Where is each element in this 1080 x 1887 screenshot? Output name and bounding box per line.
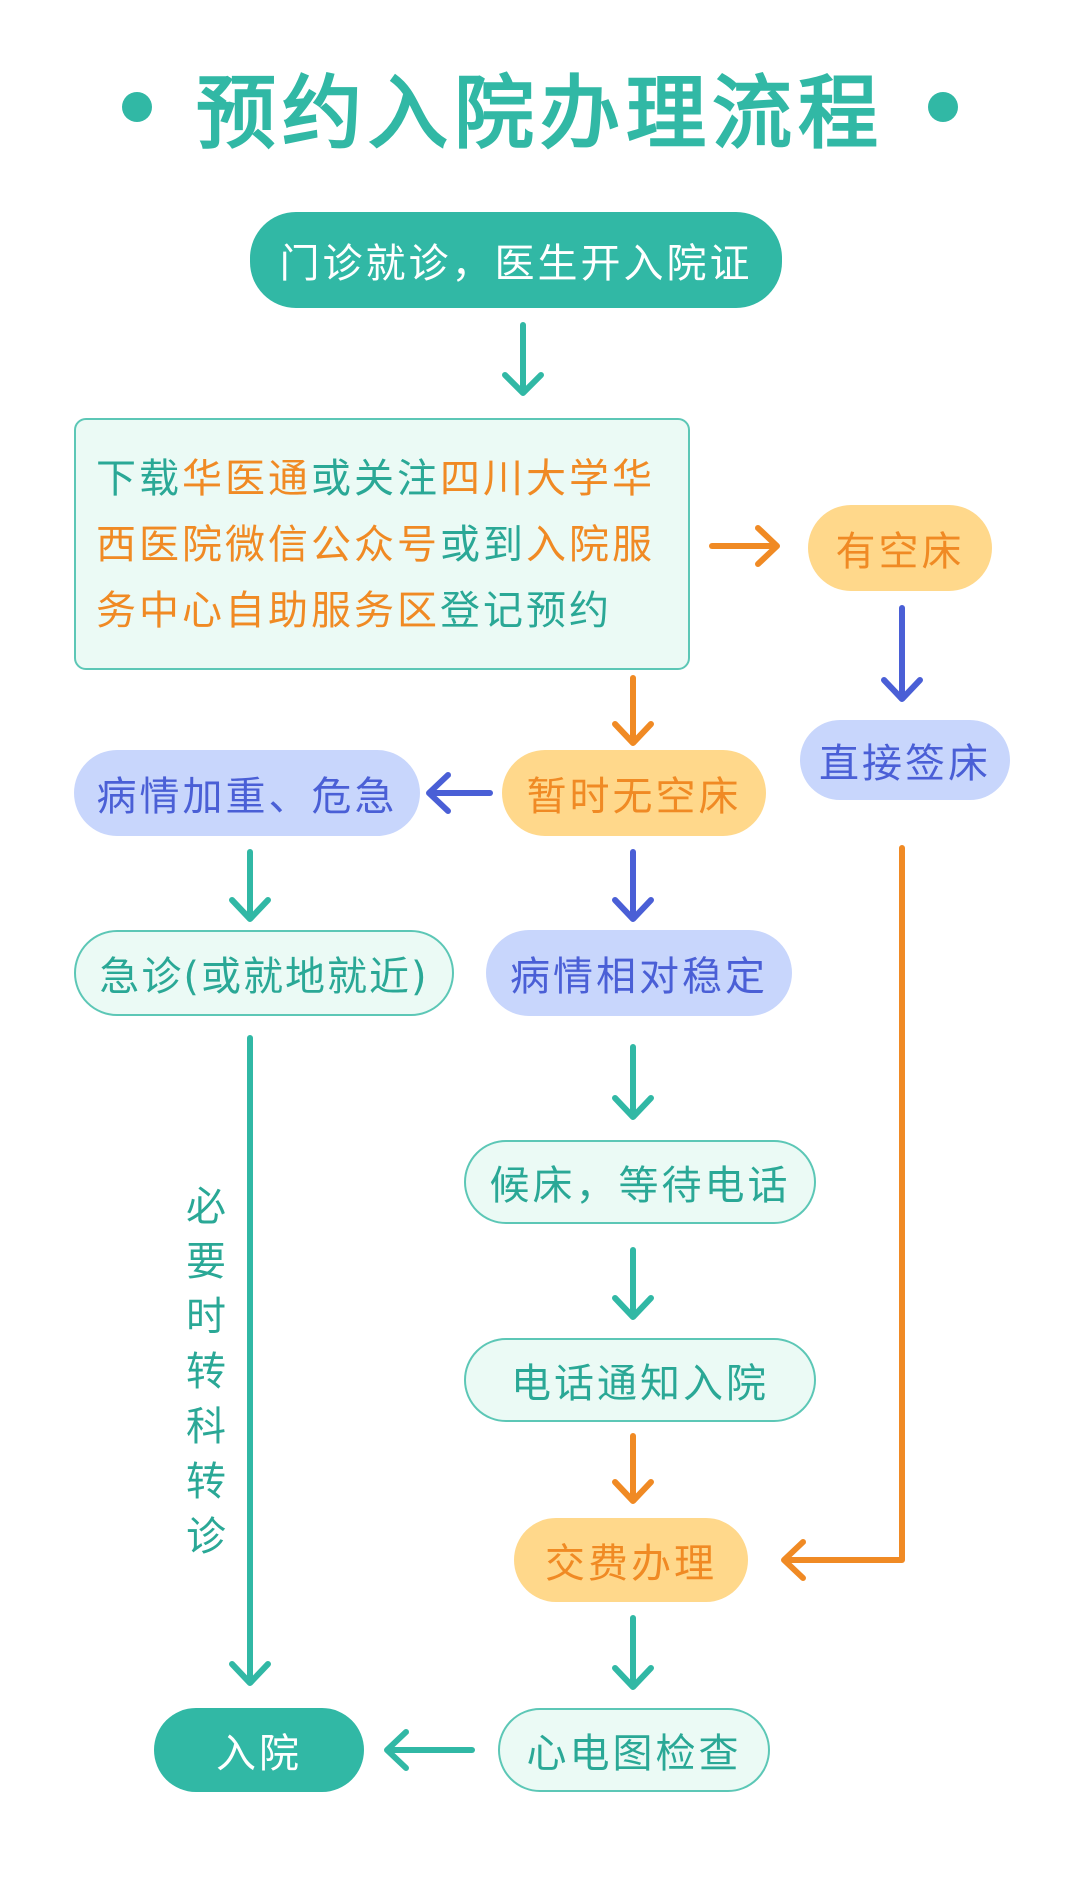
side-label-char: 转 [186,1459,226,1505]
side-label-transfer: 必要时转科转诊 [178,1180,234,1565]
node-bed-available: 有空床 [808,505,992,591]
node-no-bed: 暂时无空床 [502,750,766,836]
arrow-outpatient-to-register [502,322,544,396]
title-left-dot [122,92,152,122]
register-text-segment: 入院服 [526,522,655,568]
register-text-segment: 登记预约 [440,588,612,634]
register-text-segment: 或到 [440,522,526,568]
node-worsen: 病情加重、危急 [74,750,420,836]
arrow-emergency-to-admit [229,1035,271,1686]
register-line-2: 西医院微信公众号或到入院服 [96,512,670,578]
node-admit: 入院 [154,1708,364,1792]
side-label-char: 必 [186,1184,226,1230]
node-sign-bed: 直接签床 [800,720,1010,800]
arrow-ecg-to-admit [384,1729,475,1771]
arrow-no-bed-to-worsen [426,772,493,814]
title-text: 预约入院办理流程 [196,67,884,160]
register-text-segment: 华医通 [182,456,311,502]
arrow-register-to-bed-available [709,525,780,567]
register-line-1: 下载华医通或关注四川大学华 [96,446,670,512]
side-label-char: 科 [186,1404,226,1450]
node-register: 下载华医通或关注四川大学华 西医院微信公众号或到入院服 务中心自助服务区登记预约 [74,418,690,670]
register-text-segment: 务中心自助服务区 [96,588,440,634]
side-label-char: 要 [186,1239,226,1285]
page-title: 预约入院办理流程 [0,52,1080,162]
arrow-no-bed-to-stable [612,849,654,922]
node-notify: 电话通知入院 [464,1338,816,1422]
register-text-segment: 西医院微信公众号 [96,522,440,568]
arrow-pay-to-ecg [612,1615,654,1690]
node-wait: 候床，等待电话 [464,1140,816,1224]
side-label-char: 时 [186,1294,226,1340]
node-outpatient: 门诊就诊，医生开入院证 [250,212,782,308]
arrow-wait-to-notify [612,1247,654,1320]
node-pay: 交费办理 [514,1518,748,1602]
register-text-segment: 或关注 [311,456,440,502]
arrow-stable-to-wait [612,1044,654,1120]
side-label-char: 诊 [186,1514,226,1560]
node-stable: 病情相对稳定 [486,930,792,1016]
arrow-bed-available-to-sign-bed [881,605,923,702]
title-right-dot [928,92,958,122]
register-text-segment: 四川大学华 [440,456,655,502]
node-ecg: 心电图检查 [498,1708,770,1792]
register-line-3: 务中心自助服务区登记预约 [96,578,670,644]
node-emergency: 急诊(或就地就近) [74,930,454,1016]
arrow-notify-to-pay [612,1433,654,1504]
arrow-worsen-to-emergency [229,849,271,922]
arrow-sign-bed-to-pay [781,845,905,1581]
side-label-char: 转 [186,1349,226,1395]
register-text-segment: 下载 [96,456,182,502]
arrow-register-to-no-bed [612,675,654,746]
